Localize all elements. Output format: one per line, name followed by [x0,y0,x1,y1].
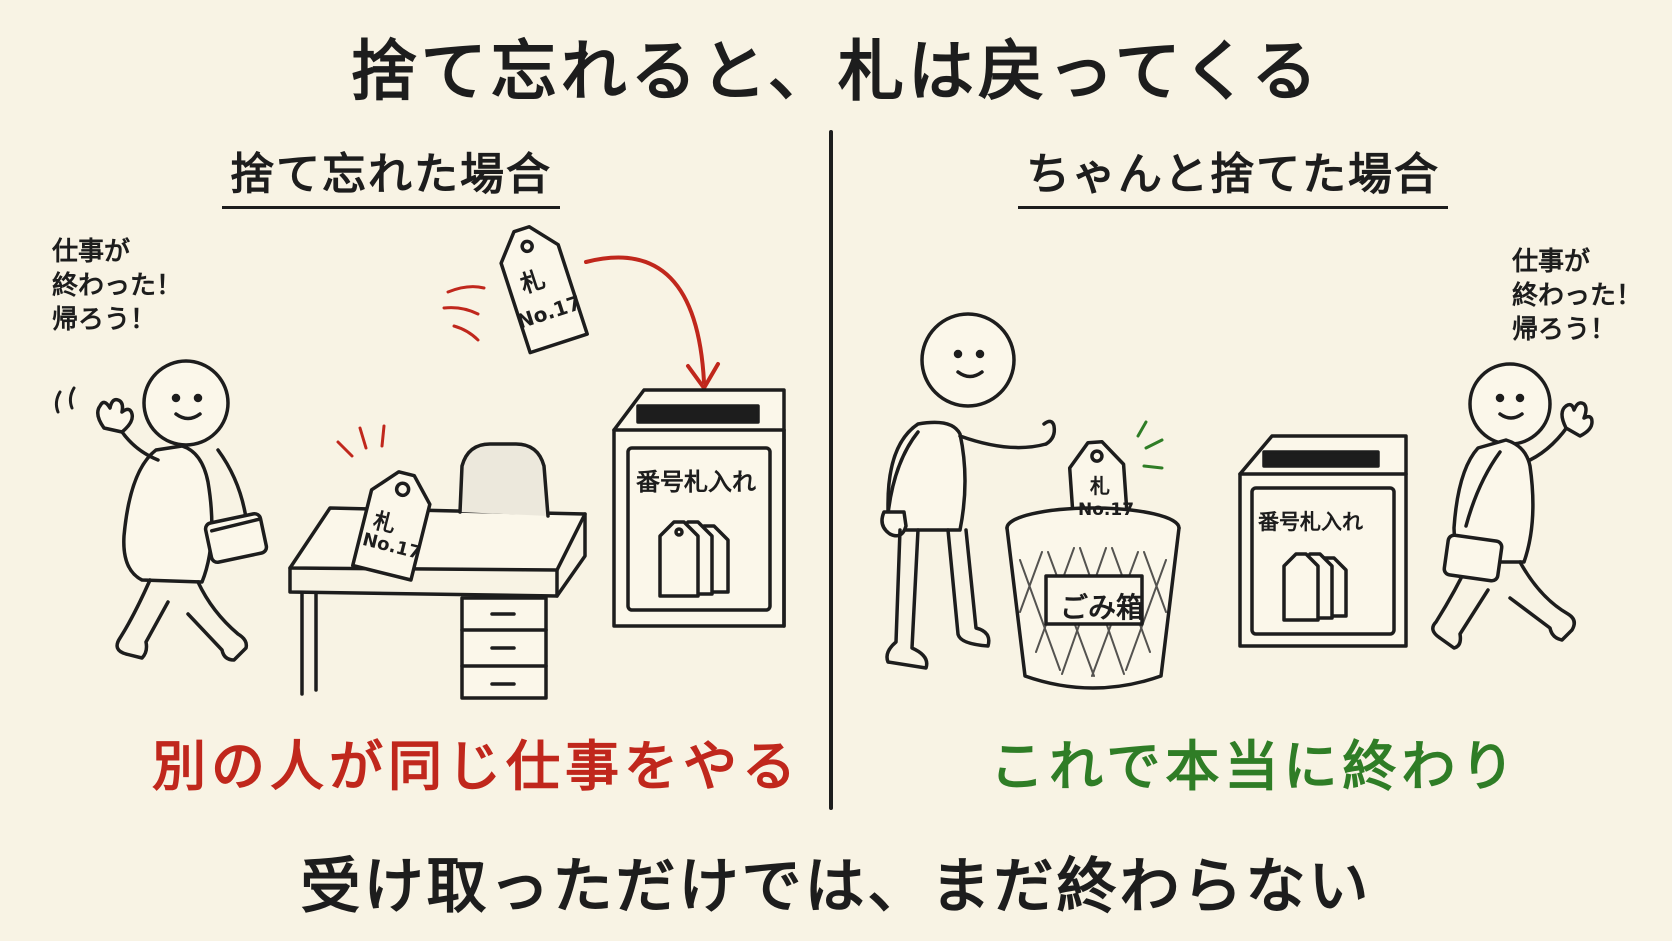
left-panel-heading: 捨て忘れた場合 [222,138,560,209]
check-lines [1136,420,1164,470]
person-throwing [880,312,1057,670]
left-caption: 別の人が同じ仕事をやる [152,735,801,798]
speech-right: 仕事が 終わった！ 帰ろう！ [1512,246,1642,347]
right-panel-heading: ちゃんと捨てた場合 [1018,138,1448,209]
speech-right-line: 終わった！ [1512,280,1643,311]
tag-box-right-label: 番号札入れ [1258,510,1363,534]
speech-left-line: 仕事が [52,237,131,267]
speech-right-line: 仕事が [1512,247,1591,277]
motion-lines-tag [442,285,486,342]
walking-person-right [1431,362,1594,650]
walking-person-left [54,359,269,662]
tag-box-left [612,388,786,628]
right-caption: これで本当に終わり [990,735,1520,798]
bottom-message: 受け取っただけでは、まだ終わらない [300,852,1372,922]
office-chair [458,442,550,518]
speech-left-line: 帰ろう！ [52,304,157,335]
page-title: 捨て忘れると、札は戻ってくる [350,33,1322,110]
speech-right-line: 帰ろう！ [1512,314,1617,345]
tag-box-left-label: 番号札入れ [636,468,756,496]
trash-label: ごみ箱 [1060,591,1145,624]
tag-flying [499,225,589,355]
red-arrow [584,255,706,384]
tag-dropped-label: 札 [1090,474,1110,498]
speech-left-line: 終わった！ [52,270,183,301]
red-arrow-head [686,362,720,390]
tag-box-right [1238,434,1408,648]
tag-dropped-number: No.17 [1078,500,1135,520]
speech-left: 仕事が 終わった！ 帰ろう！ [52,236,182,337]
tag-on-desk [350,470,432,582]
trash-can [1005,506,1181,690]
alert-lines-desk [336,424,386,458]
office-desk [288,506,587,700]
